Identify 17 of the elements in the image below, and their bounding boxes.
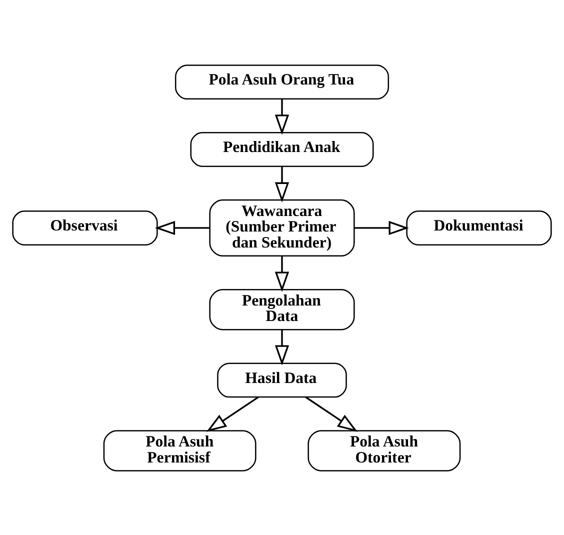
node-box: Observasi (12, 210, 158, 245)
arrow (206, 396, 259, 432)
node-box: Pola Asuh Otoriter (308, 430, 461, 471)
arrow (354, 220, 409, 235)
node-box: Pola Asuh Permisisf (103, 430, 256, 471)
arrow (274, 98, 290, 134)
arrow (274, 329, 290, 365)
arrow (274, 166, 290, 202)
node-box: Hasil Data (217, 362, 347, 398)
node-box: Wawancara (Sumber Primer dan Sekunder) (209, 198, 355, 256)
node-box: Dokumentasi (406, 210, 552, 245)
node-box: Pengolahan Data (209, 288, 355, 330)
arrow (274, 255, 290, 292)
node-box: Pendidikan Anak (190, 132, 374, 166)
arrow (305, 396, 358, 432)
node-box: Pola Asuh Orang Tua (174, 64, 390, 100)
arrow (154, 220, 210, 235)
